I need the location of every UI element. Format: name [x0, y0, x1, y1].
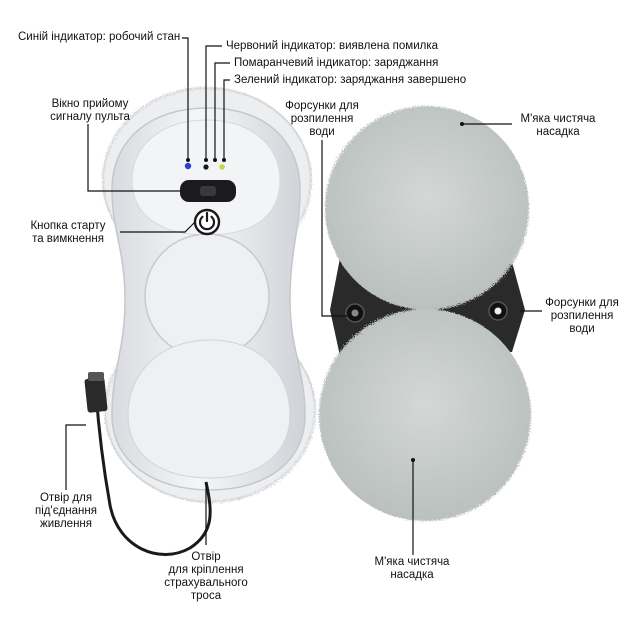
blue-led-icon: [184, 162, 192, 170]
power-plug-icon: [84, 377, 108, 413]
leader-lines: [65, 37, 542, 555]
green-led-icon: [219, 164, 225, 170]
nozzle-right-icon: [488, 301, 508, 321]
label-blue-indicator: Синій індикатор: робочий стан: [18, 31, 181, 43]
front-view: [84, 87, 316, 556]
label-red-indicator: Червоний індикатор: виявлена помилка: [226, 40, 439, 52]
robot-center-cover: [144, 233, 270, 359]
red-led-icon: [203, 164, 209, 170]
robot-lid-bottom: [127, 339, 291, 479]
back-view: [319, 106, 531, 521]
label-green-indicator: Зелений індикатор: заряджання завершено: [234, 74, 467, 86]
power-cable: [84, 372, 212, 556]
back-cleaning-pad-bottom: [319, 309, 531, 521]
back-cleaning-pad-top: [325, 106, 529, 310]
power-button-icon: [193, 208, 221, 236]
label-orange-indicator: Помаранчевий індикатор: заряджання: [234, 57, 439, 69]
nozzle-left-icon: [345, 303, 365, 323]
